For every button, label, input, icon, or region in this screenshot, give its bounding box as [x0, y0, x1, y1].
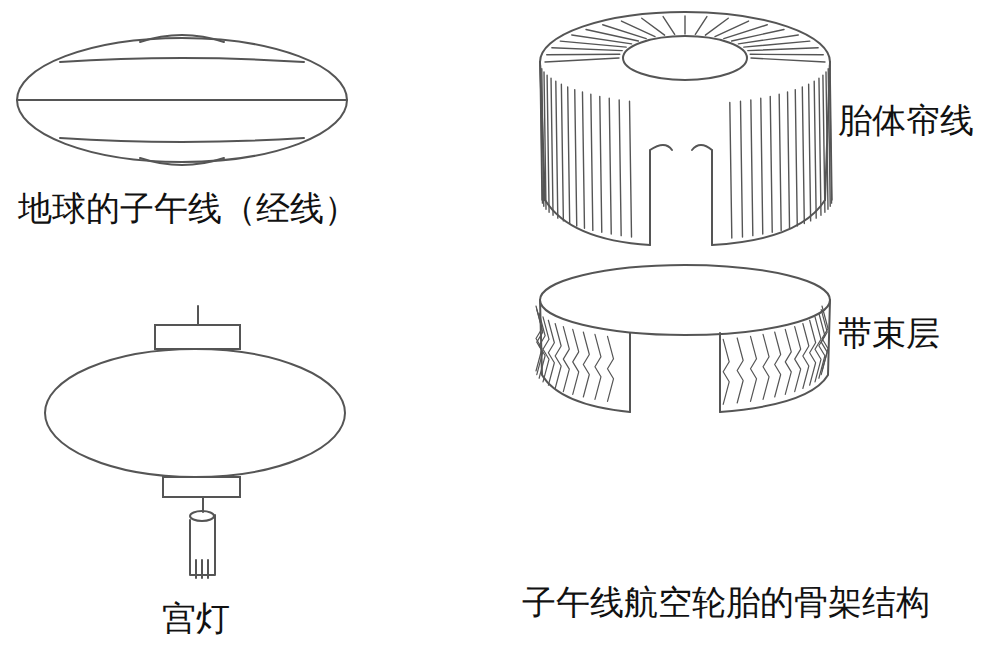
cord-line — [547, 75, 549, 212]
cord-line — [744, 41, 810, 47]
cord-line — [802, 87, 804, 224]
cord-line — [748, 48, 818, 51]
belt-cord — [608, 336, 614, 401]
cord-line — [788, 92, 790, 228]
cord-line — [761, 98, 763, 234]
cord-line — [826, 72, 828, 209]
belt-cord — [543, 317, 549, 382]
figure-caption: 子午线航空轮胎的骨架结构 — [522, 582, 930, 623]
tire-carcass-drawing — [540, 12, 832, 245]
cord-line — [545, 58, 619, 62]
cord-line — [663, 17, 675, 35]
belt-cord — [548, 320, 554, 385]
belt-cord — [555, 324, 561, 389]
cord-line — [547, 54, 620, 56]
part-label: 带束层 — [838, 313, 940, 354]
cord-line — [609, 98, 611, 234]
belt-cord — [751, 336, 757, 401]
cord-line — [732, 29, 784, 41]
belt-cord — [563, 327, 569, 392]
lantern-caption: 宫灯 — [162, 598, 230, 639]
cord-line — [770, 96, 772, 232]
cord-line — [586, 29, 638, 41]
belt-cord — [803, 324, 809, 389]
belt-cord — [723, 339, 729, 404]
cord-line — [572, 35, 632, 44]
cord-line — [830, 62, 832, 200]
cord-line — [684, 16, 685, 34]
cord-line — [552, 48, 622, 51]
cord-line — [730, 102, 732, 238]
cord-line — [715, 21, 749, 37]
cord-line — [751, 100, 753, 236]
cord-line — [630, 101, 632, 237]
cord-line — [779, 94, 781, 230]
cord-line — [809, 84, 811, 221]
cord-line — [544, 72, 546, 209]
cord-line — [819, 78, 821, 215]
cord-line — [591, 94, 593, 230]
cord-line — [814, 81, 816, 218]
belt-cord — [737, 338, 743, 403]
cord-line — [642, 18, 665, 35]
belt-cord — [583, 332, 589, 397]
belt-cord — [810, 320, 816, 385]
cord-line — [575, 90, 577, 226]
belt-cord — [573, 329, 579, 394]
cord-line — [724, 25, 767, 39]
cord-line — [556, 81, 558, 218]
belt-cord — [785, 329, 791, 394]
part-label: 胎体帘线 — [838, 100, 974, 141]
belt-layer-drawing — [536, 265, 830, 412]
globe-caption: 地球的子午线（经线） — [18, 188, 358, 229]
cord-line — [823, 75, 825, 212]
cord-line — [750, 54, 823, 56]
belt-cord — [822, 306, 828, 371]
cord-line — [603, 25, 646, 39]
cord-line — [542, 69, 544, 207]
cord-line — [695, 17, 707, 35]
cord-line — [619, 100, 621, 236]
cord-line — [561, 84, 563, 221]
cord-line — [621, 21, 655, 37]
cord-line — [568, 87, 570, 224]
cord-line — [751, 58, 825, 62]
cord-line — [795, 90, 797, 226]
cord-line — [740, 101, 742, 237]
lantern-drawing — [45, 306, 345, 578]
cord-line — [582, 92, 584, 228]
belt-cord — [795, 327, 801, 392]
belt-cord — [763, 334, 769, 399]
belt-cord — [775, 332, 781, 397]
cord-line — [551, 78, 553, 215]
cord-line — [600, 96, 602, 232]
globe-drawing — [17, 35, 347, 165]
belt-cord — [595, 334, 601, 399]
